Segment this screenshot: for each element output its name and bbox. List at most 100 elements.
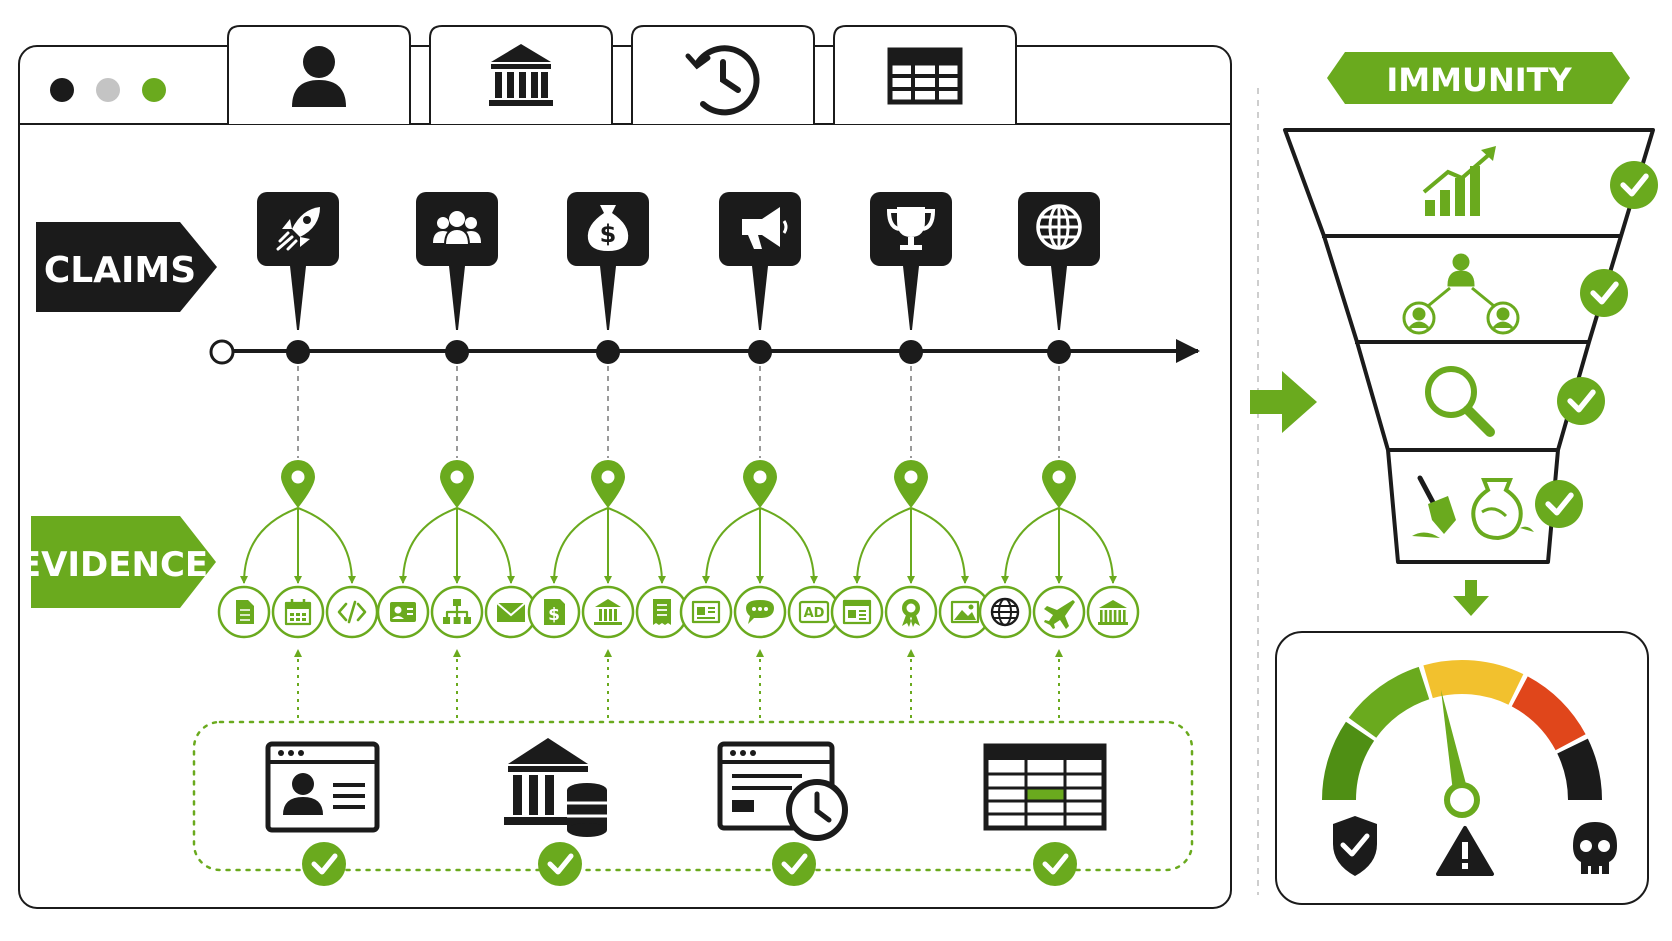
- evidence-item[interactable]: [217, 585, 271, 639]
- evidence-item[interactable]: [581, 585, 635, 639]
- table-icon: [887, 47, 963, 105]
- timeline-start: [209, 339, 235, 365]
- ad-icon: AD: [798, 600, 830, 624]
- globe-icon: [990, 597, 1020, 627]
- evidence-item[interactable]: [733, 585, 787, 639]
- timeline-dot: [899, 340, 923, 364]
- spreadsheet-icon: [983, 743, 1107, 831]
- evidence-item[interactable]: [325, 585, 379, 639]
- receipt-icon: [653, 599, 671, 625]
- bank-database-icon: [504, 738, 607, 837]
- evidence-item[interactable]: [376, 585, 430, 639]
- to-funnel-arrow-icon: [1250, 371, 1317, 433]
- funnel-checks: [1535, 161, 1658, 528]
- evidence-group: AD: [679, 460, 841, 718]
- claim-marker[interactable]: [257, 192, 339, 330]
- check-badge-icon: [1580, 269, 1628, 317]
- claim-marker[interactable]: $: [567, 192, 649, 330]
- tab-history[interactable]: [631, 25, 815, 124]
- check-badge-icon: [302, 842, 346, 886]
- evidence-item[interactable]: [938, 585, 992, 639]
- check-badge-icon: [1535, 480, 1583, 528]
- evidence-item[interactable]: [679, 585, 733, 639]
- money-bag-icon: $: [587, 205, 629, 251]
- tab-bar: [227, 25, 1017, 124]
- location-pin-icon: [894, 460, 928, 508]
- tab-table[interactable]: [833, 25, 1017, 124]
- megaphone-icon: [742, 207, 788, 249]
- gauge-needle: [1441, 689, 1470, 802]
- evidence-branch: [297, 507, 356, 584]
- claim-marker[interactable]: [1018, 192, 1100, 330]
- evidence-item[interactable]: [978, 585, 1032, 639]
- evidence-branch: [759, 507, 818, 584]
- evidence-item[interactable]: [271, 585, 325, 639]
- check-badge-icon: [538, 842, 582, 886]
- evidence-item[interactable]: [635, 585, 689, 639]
- timeline: [209, 339, 1200, 365]
- building-icon: [1098, 600, 1128, 625]
- source-checks: [302, 842, 1077, 886]
- evidence-item[interactable]: [1032, 585, 1086, 639]
- timeline-dot: [596, 340, 620, 364]
- evidence-branch: [607, 507, 666, 584]
- document-icon: [236, 600, 254, 624]
- calendar-icon: [284, 599, 312, 626]
- org-chart-icon: [443, 599, 471, 624]
- risk-gauge-panel: [1275, 631, 1649, 905]
- evidence-item[interactable]: $: [527, 585, 581, 639]
- gauge-segment-safe: [1348, 666, 1430, 738]
- evidence-branch: [702, 507, 761, 584]
- evidence-item[interactable]: [884, 585, 938, 639]
- evidence-item[interactable]: [484, 585, 538, 639]
- window-close-dot[interactable]: [50, 78, 74, 102]
- to-gauge-arrow-icon: [1453, 580, 1489, 616]
- archaeology-icon: [1412, 475, 1534, 541]
- web-archive-icon: [717, 741, 848, 841]
- mail-icon: [496, 602, 526, 622]
- magnifier-icon: [1425, 366, 1495, 437]
- tab-user[interactable]: [227, 25, 411, 124]
- check-badge-icon: [1610, 161, 1658, 209]
- network-icon: [1402, 253, 1520, 335]
- web-article-icon: [842, 599, 872, 625]
- bank-icon: [489, 44, 553, 106]
- plane-icon: [1044, 600, 1075, 629]
- claim-marker[interactable]: [416, 192, 498, 330]
- window-minimize-dot[interactable]: [96, 78, 120, 102]
- sources-panel: [192, 720, 1194, 872]
- claim-marker[interactable]: [870, 192, 952, 330]
- profile-page-icon: [265, 741, 380, 833]
- evidence-item[interactable]: AD: [787, 585, 841, 639]
- gauge-segment-critical: [1557, 738, 1602, 800]
- window-maximize-dot[interactable]: [142, 78, 166, 102]
- timeline-dot: [445, 340, 469, 364]
- timeline-dot: [1047, 340, 1071, 364]
- gauge-hub: [1444, 782, 1480, 818]
- warning-icon: [1436, 826, 1494, 876]
- evidence-item[interactable]: [830, 585, 884, 639]
- evidence-branch: [550, 507, 609, 584]
- history-icon: [685, 45, 760, 116]
- team-icon: [433, 211, 481, 246]
- evidence-group: [978, 460, 1140, 718]
- claims-label-text: CLAIMS: [44, 250, 196, 291]
- bank-icon: [594, 599, 622, 625]
- globe-icon: [1036, 204, 1082, 250]
- tab-bank[interactable]: [429, 25, 613, 124]
- code-icon: [337, 600, 367, 624]
- award-icon: [902, 599, 920, 627]
- id-card-icon: [390, 602, 416, 622]
- evidence-label: EVIDENCE: [18, 516, 216, 608]
- evidence-item[interactable]: [1086, 585, 1140, 639]
- evidence-branch: [910, 507, 969, 584]
- svg-text:$: $: [600, 220, 617, 248]
- immunity-banner-text: IMMUNITY: [1386, 61, 1572, 99]
- immunity-banner: IMMUNITY: [1327, 52, 1630, 104]
- evidence-layer: $ AD: [217, 460, 1140, 718]
- evidence-item[interactable]: [430, 585, 484, 639]
- chat-icon: [746, 600, 774, 624]
- claim-marker[interactable]: [719, 192, 801, 330]
- evidence-branch: [853, 507, 912, 584]
